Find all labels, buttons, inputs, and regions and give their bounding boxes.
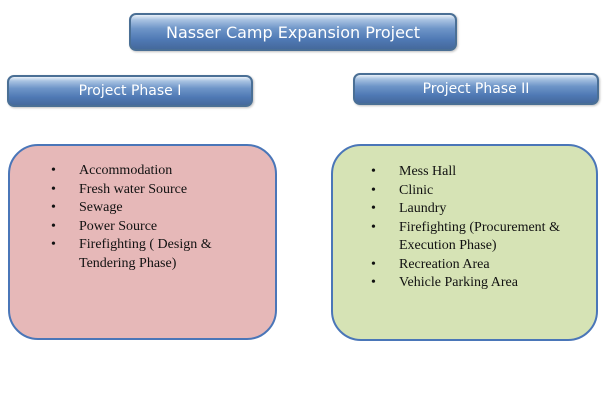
bullet-icon: • xyxy=(51,218,56,234)
phase-2-item: • Laundry xyxy=(371,200,591,219)
bullet-icon: • xyxy=(371,256,376,272)
phase-2-item-label: Recreation Area xyxy=(399,256,490,272)
phase-1-item: • Sewage xyxy=(51,199,266,218)
bullet-icon: • xyxy=(371,219,376,235)
bullet-icon: • xyxy=(371,201,376,216)
phase-1-item-label: Fresh water Source xyxy=(79,181,188,197)
phase-2-item: • Recreation Area xyxy=(371,256,591,275)
phase-2-item: • Mess Hall xyxy=(371,163,591,182)
phase-1-item-label: Sewage xyxy=(79,200,123,215)
phase-2-item: • Vehicle Parking Area xyxy=(371,274,591,293)
phase-1-item-label: Firefighting ( Design & Tendering Phase) xyxy=(79,237,212,271)
phase-1-item-label: Power Source xyxy=(79,218,158,234)
phase-2-title: Project Phase II xyxy=(353,73,599,105)
phase-2-item: • Clinic xyxy=(371,182,591,201)
phase-1-item: • Firefighting ( Design & Tendering Phase… xyxy=(51,236,266,273)
phase-2-item: • Firefighting (Procurement & Execution P… xyxy=(371,219,591,256)
phase-2-item-label: Vehicle Parking Area xyxy=(399,275,518,290)
phase-1-item-list: • Accommodation • Fresh water Source • Sewa… xyxy=(51,162,266,273)
phase-2-item-label: Firefighting (Procurement & Execution Ph… xyxy=(399,219,560,254)
phase-2-item-label: Mess Hall xyxy=(399,164,457,179)
phase-2-item-label: Laundry xyxy=(399,201,447,216)
phase-2-box: • Mess Hall • Clinic • Laundry • Firefightin… xyxy=(331,144,598,341)
phase-2-item-label: Clinic xyxy=(399,182,434,198)
bullet-icon: • xyxy=(51,163,56,178)
bullet-icon: • xyxy=(371,182,376,198)
phase-1-item-label: Accommodation xyxy=(79,163,173,178)
bullet-icon: • xyxy=(371,275,376,290)
bullet-icon: • xyxy=(51,237,56,252)
phase-1-item: • Accommodation xyxy=(51,162,266,181)
bullet-icon: • xyxy=(51,200,56,215)
phase-1-title: Project Phase I xyxy=(7,75,253,107)
bullet-icon: • xyxy=(371,164,376,179)
phase-1-item: • Fresh water Source xyxy=(51,181,266,200)
diagram-title: Nasser Camp Expansion Project xyxy=(129,13,457,51)
bullet-icon: • xyxy=(51,181,56,197)
phase-1-box: • Accommodation • Fresh water Source • Sewa… xyxy=(8,144,277,340)
phase-2-item-list: • Mess Hall • Clinic • Laundry • Firefightin… xyxy=(371,163,591,293)
phase-1-item: • Power Source xyxy=(51,218,266,237)
